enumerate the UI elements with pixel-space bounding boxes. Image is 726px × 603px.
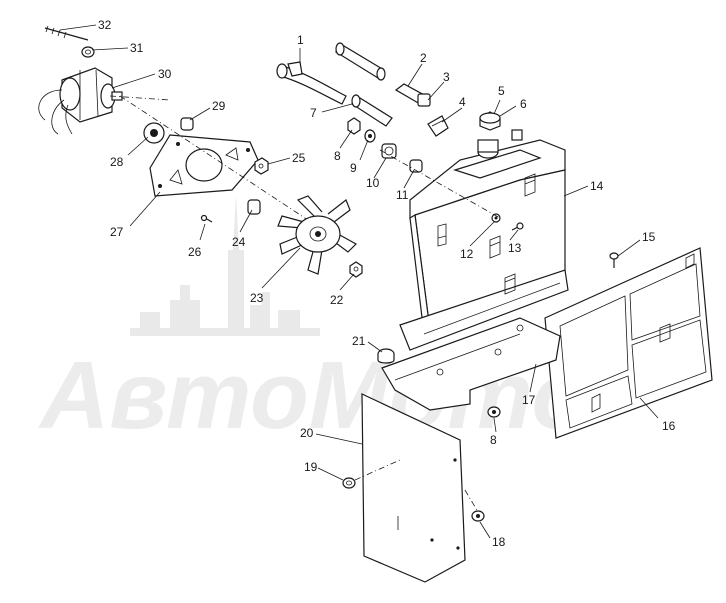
callout-6: 6 — [520, 97, 527, 111]
motor-washer — [81, 46, 95, 58]
bracket-nut — [254, 157, 269, 175]
mount-grommet — [377, 348, 395, 364]
callout-22: 22 — [330, 293, 344, 307]
motor-stud-bolt — [44, 25, 89, 41]
radiator-cap — [479, 111, 501, 131]
upper-hose — [276, 61, 347, 105]
fan-spacer — [247, 199, 261, 215]
callout-17: 17 — [522, 393, 536, 407]
callout-26: 26 — [188, 245, 202, 259]
callout-11: 11 — [396, 188, 409, 202]
hose-clamp-nut — [347, 117, 361, 135]
side-shroud-panel — [361, 393, 466, 583]
panel-grommet — [342, 477, 356, 489]
callout-24: 24 — [232, 235, 246, 249]
axis-line-motor — [119, 95, 321, 229]
callout-21: 21 — [352, 334, 366, 348]
axis-line-fastener — [464, 489, 479, 513]
screen-screw — [609, 252, 619, 268]
callout-23: 23 — [250, 291, 264, 305]
callout-3: 3 — [443, 70, 450, 84]
callout-4: 4 — [459, 95, 466, 109]
fan-blade — [277, 195, 357, 275]
callout-12: 12 — [460, 247, 474, 261]
callout-8-lower: 8 — [490, 433, 497, 447]
hose-fitting — [394, 83, 431, 107]
callout-8-upper: 8 — [334, 149, 341, 163]
hose-washer — [364, 129, 376, 143]
callout-19: 19 — [304, 460, 318, 474]
fan-nut — [349, 261, 363, 278]
callout-31: 31 — [130, 41, 144, 55]
callout-18: 18 — [492, 535, 506, 549]
watermark-skyline — [130, 195, 320, 336]
radiator — [399, 129, 569, 351]
callout-5: 5 — [498, 84, 505, 98]
callout-2: 2 — [420, 51, 427, 65]
callout-14: 14 — [590, 179, 604, 193]
callout-10: 10 — [366, 176, 380, 190]
lower-hose — [350, 94, 393, 127]
plate-nut — [487, 406, 501, 418]
callout-28: 28 — [110, 155, 124, 169]
callout-7: 7 — [310, 106, 317, 120]
radiator-clip — [427, 115, 449, 137]
leader-lines — [59, 24, 659, 539]
callout-27: 27 — [110, 225, 124, 239]
bracket-screw — [200, 214, 213, 223]
radiator-grommet — [381, 143, 397, 159]
axis-line-radiator — [379, 149, 501, 219]
overflow-hose — [334, 42, 386, 81]
callout-9: 9 — [350, 161, 357, 175]
panel-fastener — [471, 510, 485, 522]
motor-bushing — [143, 122, 165, 144]
callout-20: 20 — [300, 426, 314, 440]
axis-line-bolt — [109, 95, 171, 101]
callout-30: 30 — [158, 67, 172, 81]
callout-1: 1 — [297, 33, 304, 47]
radiator-screw — [491, 213, 501, 223]
motor-spacer — [180, 117, 194, 131]
motor-mount-bracket — [149, 134, 259, 197]
callout-32: 32 — [98, 18, 112, 32]
callout-15: 15 — [642, 230, 656, 244]
radiator-screen — [544, 247, 713, 439]
axis-line-panel — [354, 459, 401, 481]
callout-16: 16 — [662, 419, 676, 433]
callout-13: 13 — [508, 241, 522, 255]
callout-29: 29 — [212, 99, 226, 113]
callout-labels: 32 31 30 29 28 25 27 26 24 23 22 1 2 3 4… — [98, 18, 676, 549]
radiator-bushing — [409, 159, 423, 173]
radiator-bolt — [511, 222, 524, 231]
radiator-mount-plate — [381, 317, 561, 411]
fan-motor — [38, 67, 123, 135]
callout-25: 25 — [292, 151, 306, 165]
